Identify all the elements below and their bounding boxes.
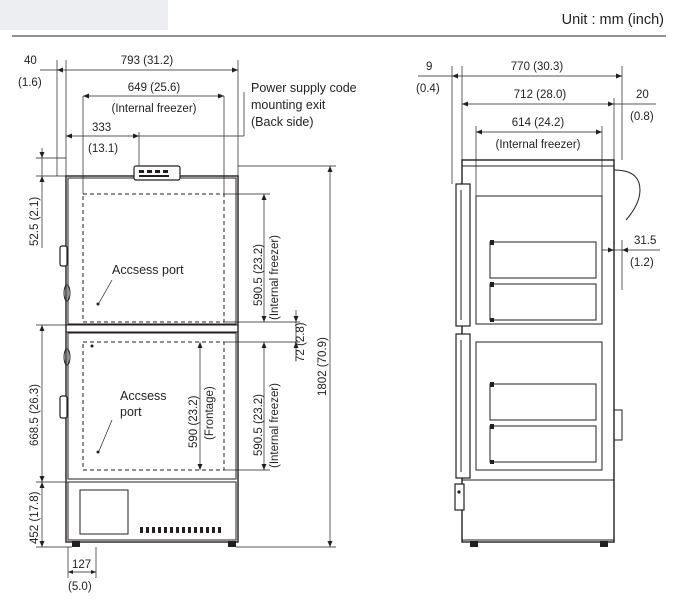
access-port-lower-label-1: Accsess bbox=[120, 389, 167, 403]
lower-access-leader bbox=[98, 419, 113, 452]
dim-depth-overall: 770 (30.3) bbox=[511, 61, 564, 73]
side-lower-door bbox=[455, 333, 471, 479]
front-door-gap bbox=[65, 324, 239, 333]
dim-base-width-inch: (5.0) bbox=[68, 581, 92, 593]
dim-back-offset-inch: (0.8) bbox=[630, 111, 654, 123]
dim-upper-internal-label: (Internal freezer) bbox=[269, 235, 281, 320]
dim-internal-width-value: 649 (25.6) bbox=[128, 82, 181, 94]
front-upper-internal-dashed bbox=[82, 193, 225, 323]
dim-internal-depth-value: 614 (24.2) bbox=[512, 117, 565, 129]
front-upper-door bbox=[67, 177, 237, 325]
side-shelves bbox=[489, 240, 597, 464]
dim-gap: 72 (2.8) bbox=[295, 322, 307, 362]
front-caster-right bbox=[228, 541, 236, 547]
unit-label: Unit : mm (inch) bbox=[562, 12, 664, 28]
dim-back-offset-value: 20 bbox=[636, 89, 649, 101]
front-caster-left bbox=[72, 541, 80, 547]
dim-height-overall: 1802 (70.9) bbox=[317, 337, 329, 396]
dim-arrows-52-5 bbox=[39, 152, 45, 182]
lower-side-lock bbox=[63, 348, 71, 366]
dim-width-overall: 793 (31.2) bbox=[121, 55, 174, 67]
dim-cord-inch: (1.2) bbox=[630, 257, 654, 269]
dim-frontage: 590 (23.2) bbox=[188, 395, 200, 448]
upper-handle bbox=[59, 245, 68, 267]
power-cord bbox=[613, 169, 641, 221]
dim-lower-internal-label: (Internal freezer) bbox=[269, 383, 281, 468]
dim-internal-depth-label: (Internal freezer) bbox=[495, 139, 580, 151]
front-lower-internal-dashed bbox=[82, 341, 225, 471]
power-note-line1: Power supply code bbox=[251, 81, 357, 95]
side-upper-chamber bbox=[475, 195, 603, 325]
control-display bbox=[139, 175, 169, 177]
dim-frontage-label: (Frontage) bbox=[204, 386, 216, 440]
upper-access-leader bbox=[98, 279, 113, 304]
lower-handle bbox=[59, 395, 68, 419]
side-caster-front bbox=[470, 541, 478, 547]
power-note-line3: (Back side) bbox=[251, 115, 314, 129]
dim-side-offset-inch: (0.4) bbox=[416, 83, 440, 95]
control-led-2 bbox=[147, 170, 152, 173]
access-port-lower-label-2: port bbox=[120, 405, 142, 419]
dim-depth-body: 712 (28.0) bbox=[514, 89, 567, 101]
dim-upper-internal: 590.5 (23.2) bbox=[253, 244, 265, 306]
side-back-panel bbox=[613, 409, 623, 441]
dim-cord-offset-value: 333 bbox=[92, 122, 111, 134]
side-caster-back bbox=[600, 541, 608, 547]
control-led-1 bbox=[139, 170, 144, 173]
dim-cord-offset-inch: (13.1) bbox=[88, 143, 118, 155]
front-view: 793 (31.2) 40 (1.6) 649 (25.6) (Internal… bbox=[18, 55, 357, 593]
upper-side-lock bbox=[63, 284, 71, 302]
lower-access-port bbox=[96, 450, 100, 454]
dim-lower-internal: 590.5 (23.2) bbox=[253, 394, 265, 456]
access-port-upper-label: Accsess port bbox=[112, 263, 184, 277]
dim-cord-value: 31.5 bbox=[634, 235, 656, 247]
side-base bbox=[461, 479, 615, 541]
dim-side-offset-inch: (1.6) bbox=[18, 77, 42, 89]
side-base-lock bbox=[454, 483, 465, 511]
front-lower-door bbox=[67, 332, 237, 480]
side-cabinet-outline bbox=[461, 159, 615, 543]
dim-base: 452 (17.8) bbox=[29, 491, 41, 544]
header-tint bbox=[0, 0, 168, 30]
dim-base-width-value: 127 bbox=[72, 559, 91, 571]
control-led-4 bbox=[163, 170, 168, 173]
dim-side-offset-value: 40 bbox=[24, 55, 37, 67]
power-note-line2: mounting exit bbox=[251, 98, 326, 112]
base-vent bbox=[140, 527, 221, 533]
side-lock-dot bbox=[457, 490, 461, 494]
base-cover-panel bbox=[79, 489, 129, 535]
dim-side-offset-value: 9 bbox=[426, 61, 432, 73]
upper-access-port bbox=[96, 302, 100, 306]
dim-top-panel: 52.5 (2.1) bbox=[29, 197, 41, 246]
front-base bbox=[67, 481, 237, 541]
side-upper-door bbox=[455, 183, 471, 327]
side-view: 770 (30.3) 9 (0.4) 712 (28.0) 20 (0.8) 6… bbox=[416, 61, 660, 547]
dim-upper-door: 668.5 (26.3) bbox=[29, 384, 41, 446]
dim-arrows-31-5 bbox=[608, 247, 628, 253]
control-led-3 bbox=[155, 170, 160, 173]
front-cabinet-outline bbox=[65, 175, 239, 543]
side-lower-chamber bbox=[475, 341, 603, 471]
dim-internal-width-label: (Internal freezer) bbox=[111, 103, 196, 115]
lower-door-latch bbox=[90, 344, 94, 348]
